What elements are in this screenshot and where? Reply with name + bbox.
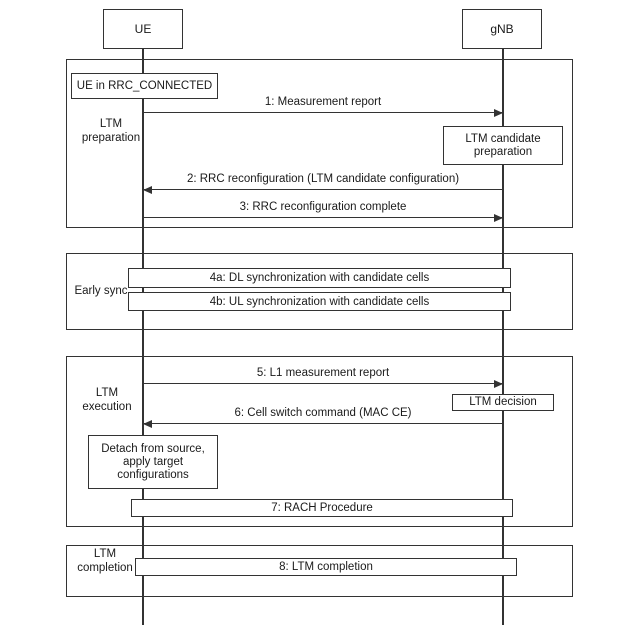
phase-label-early-sync: Early sync [74, 285, 128, 297]
message-6-label: 6: Cell switch command (MAC CE) [234, 407, 412, 419]
lifeline-gnb [502, 49, 504, 625]
phase-box-ltm-completion [66, 545, 573, 597]
note-ltm-candidate-preparation: LTM candidate preparation [443, 126, 563, 165]
span-ul-sync: 4b: UL synchronization with candidate ce… [128, 292, 511, 311]
phase-label-ltm-completion: LTM completion [77, 548, 133, 574]
message-3-label: 3: RRC reconfiguration complete [239, 201, 407, 213]
actor-gnb-label: gNB [490, 22, 514, 36]
message-1-label: 1: Measurement report [264, 96, 382, 108]
note-ltm-candidate-preparation-label: LTM candidate preparation [465, 132, 541, 158]
message-5-line [143, 383, 503, 384]
phase-label-ltm-preparation: LTM preparation [81, 118, 141, 144]
note-ltm-decision: LTM decision [452, 394, 554, 411]
note-ue-rrc-connected: UE in RRC_CONNECTED [71, 73, 218, 99]
span-rach-procedure-label: 7: RACH Procedure [271, 502, 373, 514]
message-6-line [143, 423, 503, 424]
note-detach-from-source-label: Detach from source, apply target configu… [101, 442, 205, 481]
span-ltm-completion-label: 8: LTM completion [279, 561, 373, 573]
message-3-line [143, 217, 503, 218]
phase-label-ltm-execution: LTM execution [82, 387, 132, 413]
phase-box-ltm-execution [66, 356, 573, 527]
span-dl-sync-label: 4a: DL synchronization with candidate ce… [209, 272, 430, 284]
span-dl-sync: 4a: DL synchronization with candidate ce… [128, 268, 511, 288]
message-2-label: 2: RRC reconfiguration (LTM candidate co… [186, 173, 460, 185]
note-ue-rrc-connected-label: UE in RRC_CONNECTED [76, 79, 213, 92]
span-ltm-completion: 8: LTM completion [135, 558, 517, 576]
message-2-line [143, 189, 503, 190]
note-detach-from-source: Detach from source, apply target configu… [88, 435, 218, 489]
message-5-label: 5: L1 measurement report [256, 367, 390, 379]
note-ltm-decision-label: LTM decision [469, 396, 537, 408]
phase-box-ltm-preparation [66, 59, 573, 228]
arrowhead-right-icon [494, 109, 503, 117]
arrowhead-left-icon [143, 186, 152, 194]
span-rach-procedure: 7: RACH Procedure [131, 499, 513, 517]
actor-gnb: gNB [462, 9, 542, 49]
lifeline-ue [142, 49, 144, 625]
actor-ue-label: UE [134, 22, 152, 36]
arrowhead-left-icon [143, 420, 152, 428]
actor-ue: UE [103, 9, 183, 49]
phase-box-early-sync [66, 253, 573, 330]
arrowhead-right-icon [494, 380, 503, 388]
message-1-line [143, 112, 503, 113]
span-ul-sync-label: 4b: UL synchronization with candidate ce… [209, 295, 430, 308]
arrowhead-right-icon [494, 214, 503, 222]
